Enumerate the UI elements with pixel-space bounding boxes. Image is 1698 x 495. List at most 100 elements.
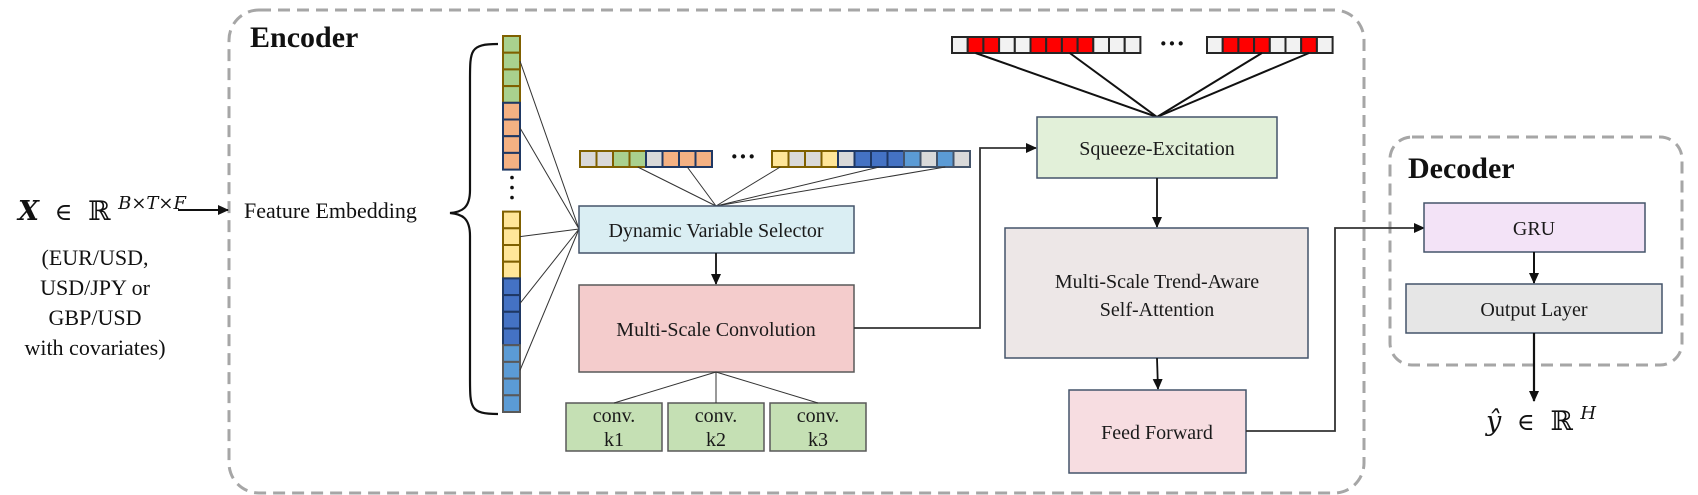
input-description-line: (EUR/USD, (42, 245, 149, 270)
embedding-cell (502, 244, 521, 263)
embedding-cell (502, 344, 521, 363)
conv-kernel-label-line1: conv. (695, 405, 738, 427)
input-space: ℝ (88, 196, 111, 227)
trend-aware-self-attention-block[interactable]: Multi-Scale Trend-Aware Self-Attention (1004, 227, 1309, 359)
conv-kernel-label-line1: conv. (593, 405, 636, 427)
decoder-title: Decoder (1408, 152, 1515, 185)
selection-connection-line (715, 166, 880, 207)
mask-cell-inactive (1284, 36, 1303, 54)
attention-mask-vector: ··· (951, 29, 1334, 58)
input-symbol: X (16, 196, 40, 227)
selection-cell (820, 150, 839, 168)
embedding-cell (502, 277, 521, 297)
embedding-connection-line (519, 127, 580, 230)
gru-label: GRU (1513, 218, 1556, 240)
mask-cell-active (1237, 36, 1256, 54)
conv-kernel-block[interactable]: conv.k3 (769, 402, 867, 452)
mask-connections (975, 52, 1310, 118)
mask-cell-active (982, 36, 1001, 54)
selection-cell (936, 150, 955, 168)
input-description-line: USD/JPY or (40, 275, 150, 300)
mask-cell-inactive (1268, 36, 1287, 54)
mask-cell-inactive (1092, 36, 1111, 54)
attention-to-ff-arrow (1152, 357, 1163, 390)
output-layer-label: Output Layer (1480, 299, 1588, 321)
feed-forward-label: Feed Forward (1101, 422, 1213, 444)
mask-cell-active (1076, 36, 1095, 54)
selection-connections (637, 166, 946, 207)
embedding-connection-line (519, 228, 580, 371)
selection-ellipsis: ··· (730, 142, 756, 171)
output-symbol: ŷ (1485, 406, 1502, 437)
selection-cell (678, 150, 697, 168)
trend-attention-label-line2: Self-Attention (1100, 299, 1214, 321)
selection-cell (952, 150, 971, 168)
mask-cell-inactive (998, 36, 1016, 54)
embedding-cell (502, 394, 521, 413)
selection-connection-line (637, 166, 717, 207)
selection-cell (903, 150, 922, 168)
ellipsis-dot (510, 195, 514, 200)
embedding-connection-line (519, 60, 580, 230)
selection-cell (870, 150, 889, 168)
mask-connection-line (1069, 52, 1158, 118)
embedding-cell (502, 377, 521, 397)
output-superscript: H (1579, 403, 1596, 424)
selection-cell (804, 150, 823, 168)
selection-cell (661, 150, 680, 168)
selection-cell (628, 150, 647, 168)
mask-cell-active (1045, 36, 1063, 54)
selection-cell (787, 150, 806, 168)
conv-kernel-label-line2: k3 (808, 429, 828, 451)
conv-kernel-block[interactable]: conv.k2 (667, 402, 765, 452)
output-layer-block[interactable]: Output Layer (1405, 283, 1663, 334)
mask-cell-inactive (1108, 36, 1126, 54)
input-description-line: with covariates) (24, 335, 165, 360)
input-description: (EUR/USD, USD/JPY or GBP/USD with covariate… (24, 245, 165, 360)
feed-forward-block[interactable]: Feed Forward (1068, 389, 1247, 474)
mask-cell-active (1253, 36, 1271, 54)
mask-cell-inactive (1013, 36, 1032, 54)
selection-cell (919, 150, 938, 168)
ellipsis-dot (510, 175, 514, 180)
selection-cell (579, 150, 598, 168)
svg-text:ŷ ∈ ℝ H: ŷ ∈ ℝ H (1485, 403, 1596, 437)
conv-kernel-box (769, 402, 867, 452)
mask-cell-inactive (951, 36, 969, 54)
embedding-connection-line (519, 228, 580, 304)
mask-cell-inactive (1123, 36, 1142, 54)
conv-kernel-connection-line (715, 371, 819, 404)
embedding-cell (502, 118, 521, 138)
selection-cell (645, 150, 664, 168)
embedding-cell (502, 151, 521, 171)
selection-vector: ··· (579, 142, 971, 171)
squeeze-excitation-block[interactable]: Squeeze-Excitation (1036, 116, 1278, 179)
input-description-line: GBP/USD (49, 305, 142, 330)
multi-scale-convolution-block[interactable]: Multi-Scale Convolution (578, 284, 855, 373)
embedding-cell (502, 260, 521, 280)
conv-kernel-block[interactable]: conv.k1 (565, 402, 663, 452)
embedding-cell (502, 310, 521, 330)
trend-attention-label-line1: Multi-Scale Trend-Aware (1055, 271, 1259, 293)
input-tensor-label: X ∈ ℝ B×T×F (16, 193, 187, 227)
dynamic-variable-selector-label: Dynamic Variable Selector (608, 220, 823, 242)
decoder-container (1388, 135, 1684, 367)
embedding-cell (502, 135, 521, 154)
dynamic-variable-selector-block[interactable]: Dynamic Variable Selector (578, 205, 855, 254)
embedding-connections (519, 60, 580, 371)
embedding-cell (502, 35, 521, 54)
mask-connection-line (1156, 52, 1310, 118)
mask-cell-active (1221, 36, 1240, 54)
embedding-cell (502, 360, 521, 380)
encoder-container (227, 8, 1366, 495)
selection-cell (853, 150, 872, 168)
embedding-cell (502, 327, 521, 347)
embedding-cell (502, 85, 521, 104)
selection-cell (837, 150, 856, 168)
ff-to-gru-connector (1246, 223, 1425, 432)
embedding-cell (502, 101, 521, 121)
gru-block[interactable]: GRU (1423, 202, 1646, 253)
embedding-brace (449, 42, 499, 416)
embedding-cell (502, 294, 521, 313)
